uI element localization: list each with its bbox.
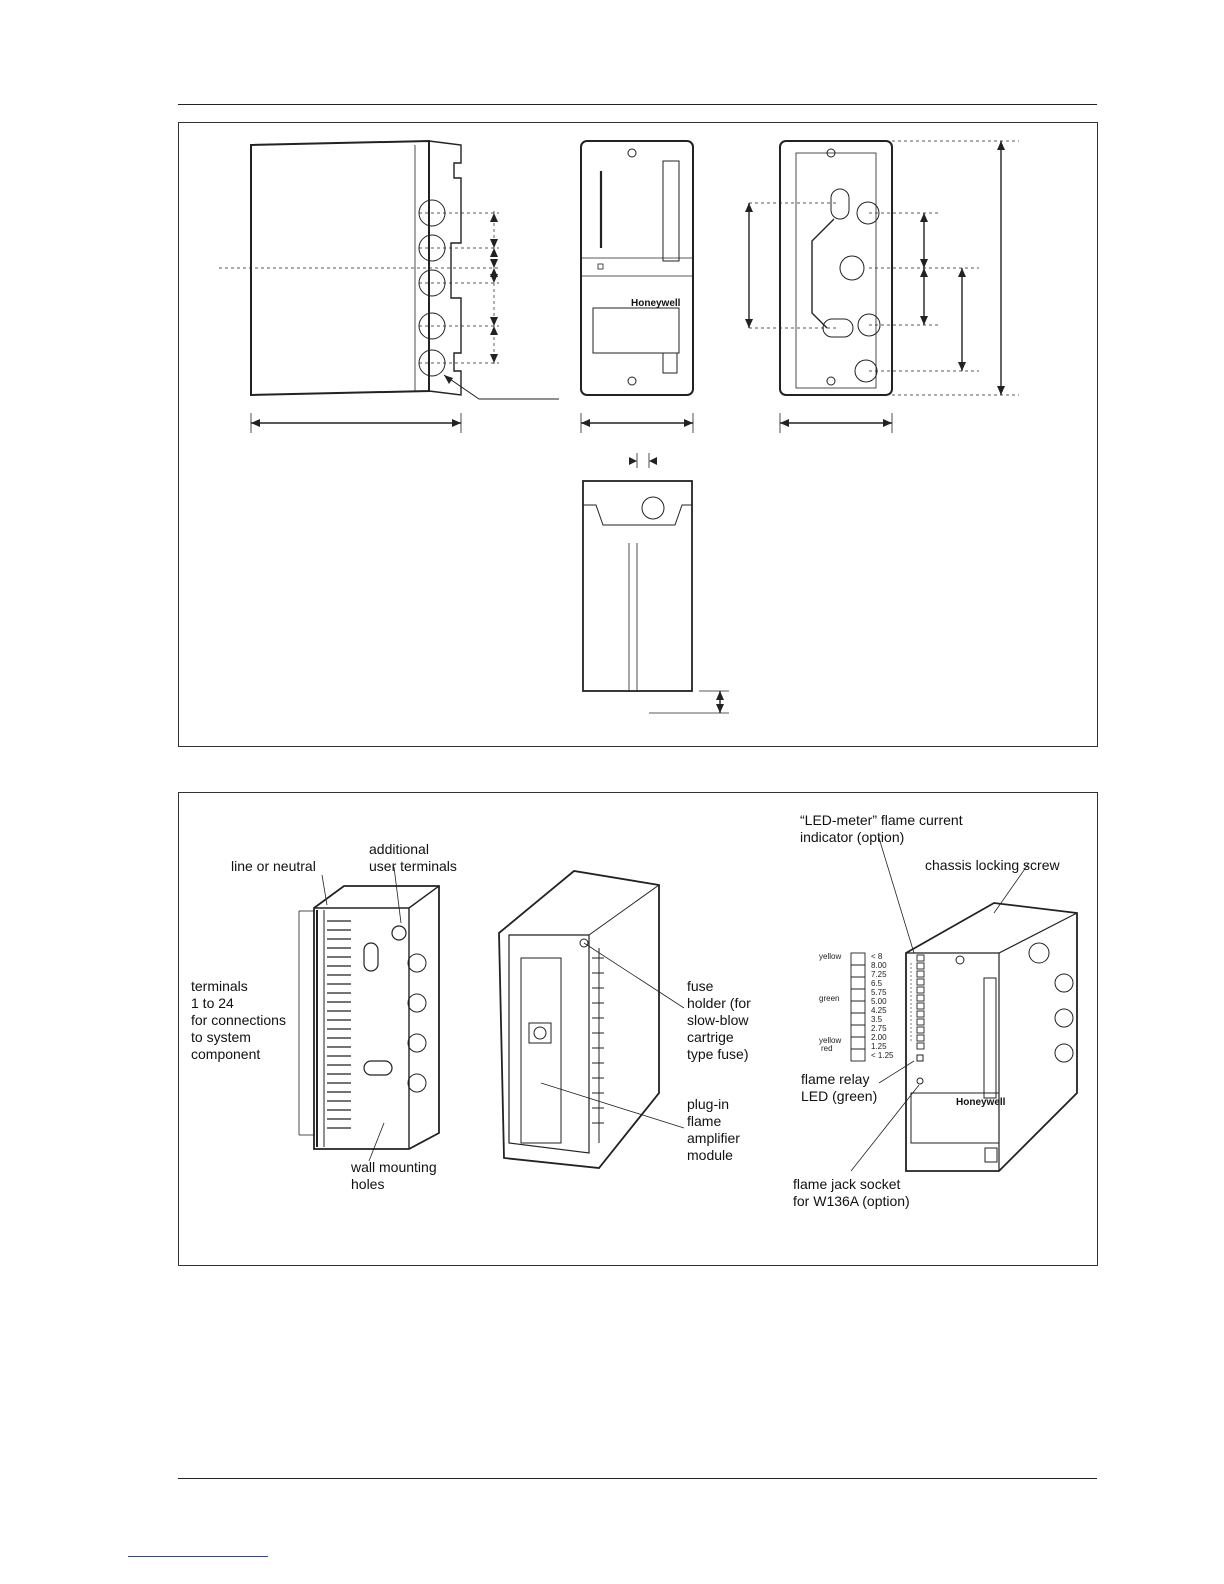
- scale-color-yellow-top: yellow: [819, 952, 841, 961]
- callout-chassis-locking-screw: chassis locking screw: [925, 857, 1060, 873]
- scale-value-10: 2.00: [871, 1033, 887, 1042]
- scale-value-2: 8.00: [871, 961, 887, 970]
- scale-value-9: 2.75: [871, 1024, 887, 1033]
- callout-terminals: terminals 1 to 24 for connections to sys…: [191, 978, 286, 1062]
- terminal-strip: [327, 920, 351, 1129]
- bottom-view-body: [582, 480, 693, 692]
- scale-color-red: red: [821, 1044, 833, 1053]
- header-rule: [178, 104, 1097, 105]
- scale-value-5: 5.75: [871, 988, 887, 997]
- callout-additional-user-terminals: additional user terminals: [369, 841, 457, 874]
- scale-value-4: 6.5: [871, 979, 883, 988]
- scale-value-11: 1.25: [871, 1042, 887, 1051]
- front-view-body: [580, 140, 694, 396]
- figure-dimensions-frame: Honeywell: [178, 122, 1098, 747]
- callout-plug-in-module: plug-in flame amplifier module: [687, 1096, 740, 1163]
- scale-value-3: 7.25: [871, 970, 887, 979]
- dimension-drawing: Honeywell: [219, 139, 1019, 714]
- controller-body: [905, 902, 1078, 1172]
- callout-flame-relay-led: flame relay LED (green): [801, 1071, 878, 1104]
- chassis-body: [498, 870, 660, 1169]
- led-meter-scale: [850, 952, 866, 1062]
- callout-flame-jack-socket: flame jack socket for W136A (option): [793, 1176, 910, 1209]
- led-meter-scale-labels: yellow green yellow red < 8 8.00 7.25 6.…: [819, 952, 894, 1060]
- callout-wall-mounting-holes: wall mounting holes: [351, 1159, 437, 1192]
- scale-value-12: < 1.25: [871, 1051, 894, 1060]
- scale-value-6: 5.00: [871, 997, 887, 1006]
- footer-link-underline[interactable]: [128, 1556, 268, 1557]
- callout-fuse-holder: fuse holder (for slow-blow cartrige type…: [687, 978, 751, 1062]
- scale-color-yellow-bottom: yellow: [819, 1036, 841, 1045]
- callout-led-meter: “LED-meter” flame current indicator (opt…: [800, 812, 963, 845]
- controller-brand: Honeywell: [956, 1097, 1006, 1108]
- scale-color-green: green: [819, 994, 839, 1003]
- scale-value-7: 4.25: [871, 1006, 887, 1015]
- components-drawing: yellow green yellow red < 8 8.00 7.25 6.…: [298, 837, 1078, 1172]
- scale-value-1: < 8: [871, 952, 883, 961]
- front-view-brand: Honeywell: [631, 298, 681, 309]
- footer-rule: [178, 1478, 1097, 1479]
- side-view-rear-profile: [428, 140, 462, 396]
- rear-view-body: [779, 140, 893, 396]
- figure-components-frame: yellow green yellow red < 8 8.00 7.25 6.…: [178, 792, 1098, 1266]
- callout-line-or-neutral: line or neutral: [231, 858, 316, 874]
- scale-value-8: 3.5: [871, 1015, 883, 1024]
